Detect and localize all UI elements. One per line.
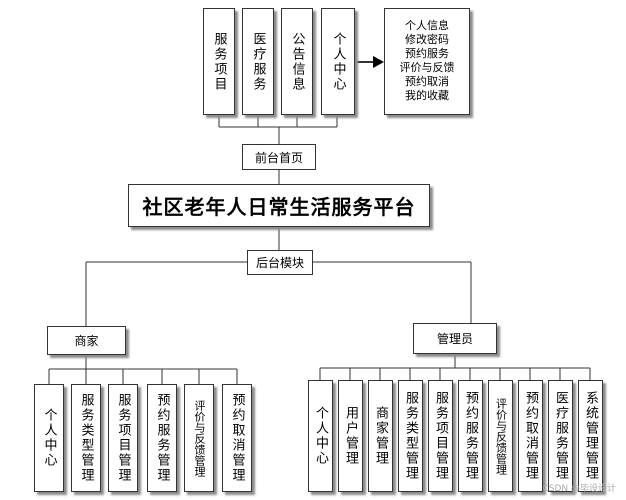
admin-item-label: 预约服务管理 xyxy=(463,391,478,481)
merchant-item-box: 服务类型管理 xyxy=(71,384,101,492)
arrow-right-icon xyxy=(373,56,384,68)
detail-item: 预约取消 xyxy=(405,75,449,88)
detail-item: 评价与反馈 xyxy=(399,61,455,74)
admin-item-box: 个人中心 xyxy=(308,380,333,492)
personal-center-detail-box: 个人信息 修改密码 预约服务 评价与反馈 预约取消 我的收藏 xyxy=(384,8,470,115)
admin-item-box: 预约服务管理 xyxy=(458,380,483,492)
merchant-item-box: 个人中心 xyxy=(34,384,64,492)
menu-label: 服务项目 xyxy=(211,31,227,92)
admin-label: 管理员 xyxy=(436,332,473,346)
merchant-label: 商家 xyxy=(74,334,99,348)
detail-item: 个人信息 xyxy=(405,19,449,32)
platform-title-box: 社区老年人日常生活服务平台 xyxy=(128,184,430,227)
admin-item-label: 商家管理 xyxy=(373,406,388,466)
merchant-item-label: 评价与反馈管理 xyxy=(193,399,206,477)
admin-item-label: 服务项目管理 xyxy=(433,391,448,481)
merchant-item-box: 评价与反馈管理 xyxy=(184,384,214,492)
detail-item: 预约服务 xyxy=(405,47,449,60)
merchant-item-label: 服务类型管理 xyxy=(78,393,94,483)
merchant-item-label: 个人中心 xyxy=(41,408,57,468)
admin-box: 管理员 xyxy=(413,323,497,354)
admin-item-label: 个人中心 xyxy=(313,406,328,466)
merchant-item-label: 预约取消管理 xyxy=(229,393,245,483)
menu-personal-center: 个人中心 xyxy=(321,8,355,115)
admin-item-box: 医疗服务管理 xyxy=(548,380,573,492)
admin-item-label: 评价与反馈管理 xyxy=(494,397,508,475)
menu-label: 公告信息 xyxy=(289,31,305,92)
menu-announcements: 公告信息 xyxy=(281,8,313,115)
detail-item: 修改密码 xyxy=(405,33,449,46)
menu-label: 个人中心 xyxy=(330,31,346,92)
admin-item-box: 用户管理 xyxy=(338,380,363,492)
menu-service-items: 服务项目 xyxy=(203,8,235,115)
merchant-item-box: 服务项目管理 xyxy=(108,384,138,492)
menu-label: 医疗服务 xyxy=(250,31,266,92)
admin-item-label: 医疗服务管理 xyxy=(553,391,568,481)
merchant-item-label: 服务项目管理 xyxy=(115,393,131,483)
merchant-box: 商家 xyxy=(47,326,126,355)
admin-item-label: 用户管理 xyxy=(343,406,358,466)
admin-item-box: 服务项目管理 xyxy=(428,380,453,492)
platform-title: 社区老年人日常生活服务平台 xyxy=(142,195,416,219)
merchant-item-label: 预约服务管理 xyxy=(154,393,170,483)
backend-module-label: 后台模块 xyxy=(255,256,304,270)
front-home-box: 前台首页 xyxy=(242,144,316,170)
merchant-item-box: 预约取消管理 xyxy=(222,384,252,492)
admin-item-box: 系统管理管理 xyxy=(578,380,603,492)
admin-item-box: 预约取消管理 xyxy=(518,380,543,492)
admin-item-box: 服务类型管理 xyxy=(398,380,423,492)
merchant-item-box: 预约服务管理 xyxy=(147,384,177,492)
admin-item-label: 预约取消管理 xyxy=(523,391,538,481)
menu-medical-service: 医疗服务 xyxy=(242,8,274,115)
front-home-label: 前台首页 xyxy=(254,150,303,165)
backend-module-box: 后台模块 xyxy=(247,250,313,275)
watermark: CSDN @毕设设计 xyxy=(542,484,616,494)
admin-item-box: 商家管理 xyxy=(368,380,393,492)
detail-item: 我的收藏 xyxy=(405,89,449,102)
admin-item-box: 评价与反馈管理 xyxy=(488,380,513,492)
admin-item-label: 系统管理管理 xyxy=(583,391,598,481)
admin-item-label: 服务类型管理 xyxy=(403,391,418,481)
